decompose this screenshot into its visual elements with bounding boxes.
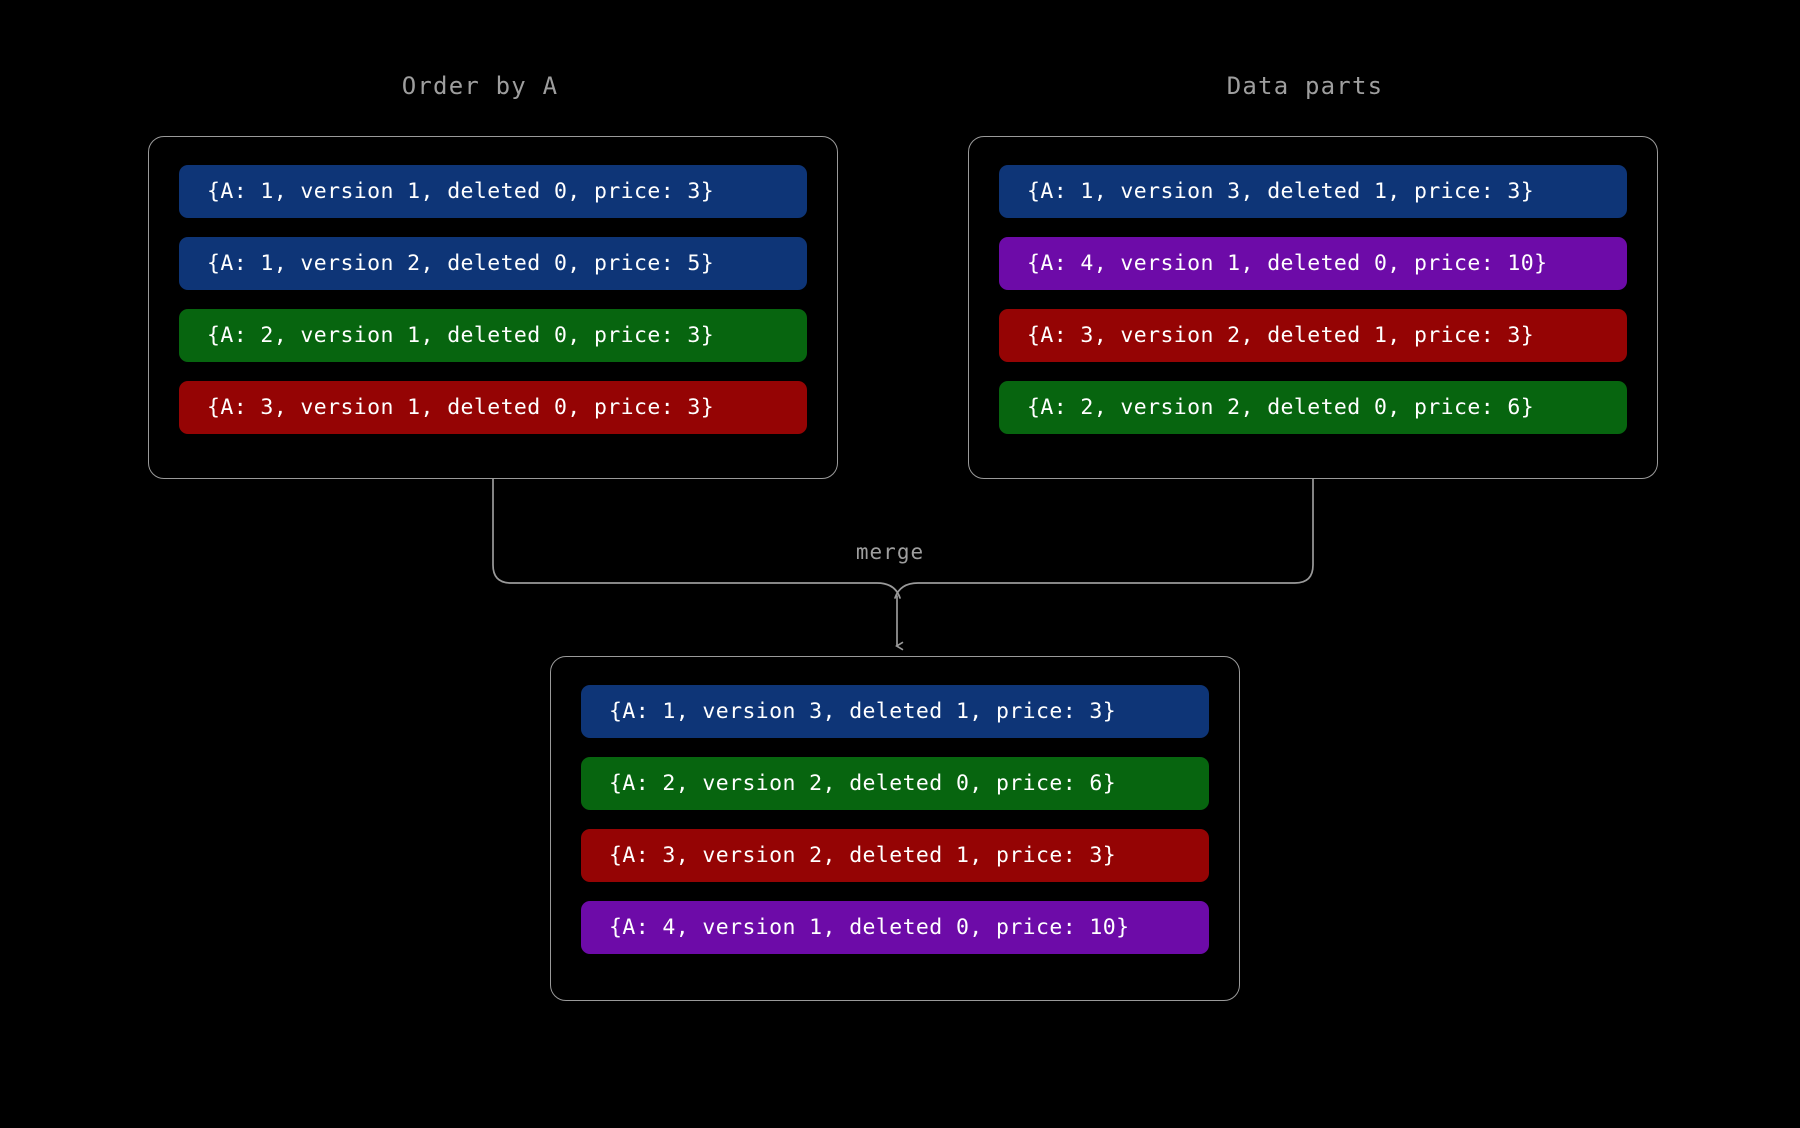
record-row[interactable]: {A: 3, version 2, deleted 1, price: 3} [999, 309, 1627, 362]
merged-panel-box: {A: 1, version 3, deleted 1, price: 3} {… [550, 656, 1240, 1001]
merged-panel-rows: {A: 1, version 3, deleted 1, price: 3} {… [551, 657, 1239, 1000]
merge-label: merge [855, 540, 925, 564]
record-row[interactable]: {A: 4, version 1, deleted 0, price: 10} [581, 901, 1209, 954]
record-row[interactable]: {A: 1, version 1, deleted 0, price: 3} [179, 165, 807, 218]
right-panel-box: {A: 1, version 3, deleted 1, price: 3} {… [968, 136, 1658, 479]
left-panel-box: {A: 1, version 1, deleted 0, price: 3} {… [148, 136, 838, 479]
record-row[interactable]: {A: 1, version 3, deleted 1, price: 3} [581, 685, 1209, 738]
record-row[interactable]: {A: 1, version 2, deleted 0, price: 5} [179, 237, 807, 290]
record-row[interactable]: {A: 4, version 1, deleted 0, price: 10} [999, 237, 1627, 290]
record-row[interactable]: {A: 2, version 2, deleted 0, price: 6} [999, 381, 1627, 434]
record-row[interactable]: {A: 1, version 3, deleted 1, price: 3} [999, 165, 1627, 218]
record-row[interactable]: {A: 3, version 1, deleted 0, price: 3} [179, 381, 807, 434]
record-row[interactable]: {A: 2, version 1, deleted 0, price: 3} [179, 309, 807, 362]
record-row[interactable]: {A: 3, version 2, deleted 1, price: 3} [581, 829, 1209, 882]
right-panel-rows: {A: 1, version 3, deleted 1, price: 3} {… [969, 137, 1657, 478]
record-row[interactable]: {A: 2, version 2, deleted 0, price: 6} [581, 757, 1209, 810]
left-panel-rows: {A: 1, version 1, deleted 0, price: 3} {… [149, 137, 837, 478]
right-panel-title: Data parts [1226, 72, 1384, 100]
left-panel-title: Order by A [401, 72, 559, 100]
